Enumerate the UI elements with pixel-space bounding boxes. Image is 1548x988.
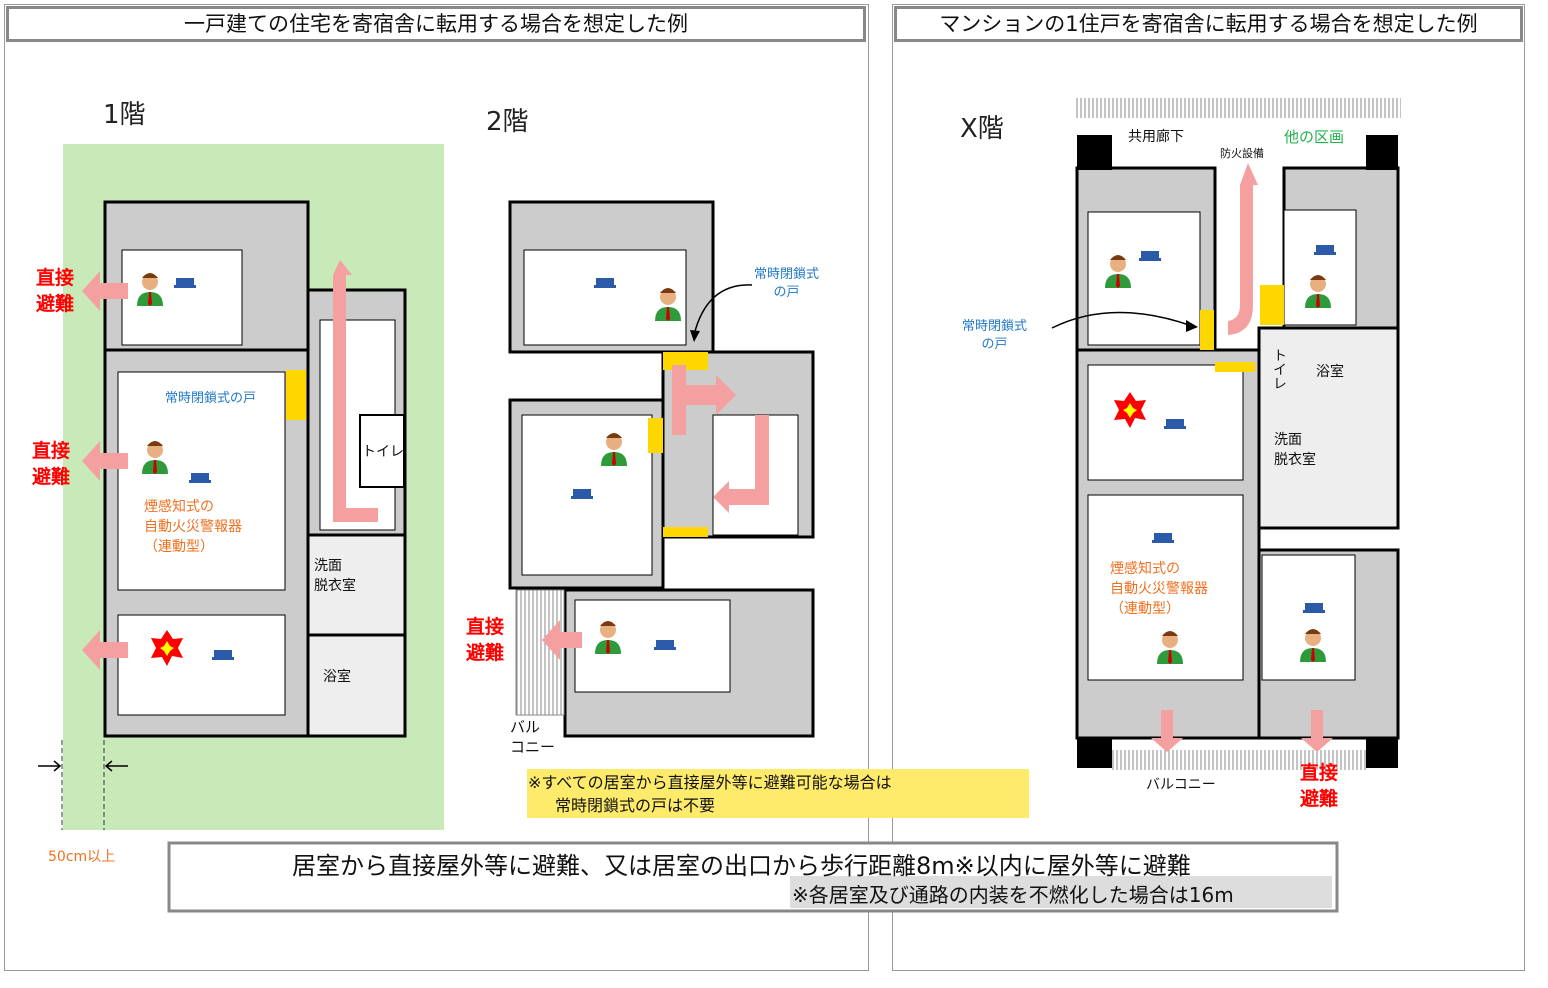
- toilet-label: トイレ: [362, 444, 404, 460]
- floor2-plan: [508, 200, 815, 738]
- floor1-plan: [103, 200, 407, 738]
- closed-door-x-a: [1200, 310, 1214, 350]
- fire-equipment-label: 防火設備: [1220, 147, 1264, 160]
- direct-evac-label: 直接避難: [1300, 760, 1338, 812]
- floor1-label: 1階: [103, 100, 146, 130]
- fire-alarm-label: 煙感知式の自動火災警報器 （連動型）: [1110, 559, 1208, 619]
- balcony-l1: バル: [510, 718, 541, 736]
- direct-evac-l2: 避難: [36, 293, 75, 315]
- closed-door-l1: 常時閉鎖式: [754, 267, 820, 282]
- balcony-l2: コニー: [510, 738, 556, 756]
- balcony-label: バルコニー: [510, 717, 555, 757]
- fire-equipment-door: [1260, 285, 1284, 325]
- floorx-plan: [1075, 166, 1400, 740]
- washroom-l1: 洗面: [314, 558, 342, 574]
- left-panel-title: 一戸建ての住宅を寄宿舎に転用する場合を想定した例: [6, 6, 866, 42]
- direct-evac-label: 直接避難: [36, 265, 74, 317]
- corridor-label: 共用廊下: [1128, 129, 1184, 145]
- direct-evac-label: 直接避難: [32, 438, 70, 490]
- toilet-label: トイレ: [1271, 348, 1287, 390]
- alarm-l2: 自動火災警報器: [1110, 581, 1208, 597]
- direct-evac-l2: 避難: [32, 466, 71, 488]
- washroom-label: 洗面脱衣室: [314, 556, 356, 596]
- direct-evac-l1: 直接: [1300, 762, 1339, 784]
- closed-door-label: 常時閉鎖式の戸: [962, 318, 1027, 354]
- other-zone-label: 他の区画: [1284, 128, 1345, 146]
- direct-evac-l1: 直接: [36, 267, 75, 289]
- closed-door-x-b: [1215, 362, 1255, 372]
- washroom-label: 洗面脱衣室: [1274, 430, 1316, 470]
- washroom-l2: 脱衣室: [314, 578, 356, 594]
- evacuation-arrows: [82, 163, 1333, 890]
- closed-door-l1: 常時閉鎖式: [962, 319, 1028, 334]
- closed-door-1f: [286, 370, 306, 420]
- fire-alarm-label: 煙感知式の自動火災警報器 （連動型）: [144, 497, 242, 557]
- alarm-l3: （連動型）: [144, 539, 214, 555]
- direct-evac-label: 直接避難: [466, 614, 504, 666]
- right-panel-title: マンションの1住戸を寄宿舎に転用する場合を想定した例: [894, 6, 1523, 42]
- closed-door-l2: の戸: [773, 285, 800, 300]
- alarm-l1: 煙感知式の: [1110, 561, 1180, 577]
- distance-label: 50cm以上: [48, 849, 116, 865]
- floorx-label: X階: [960, 114, 1004, 144]
- direct-evac-l1: 直接: [32, 440, 71, 462]
- closed-door-l2: の戸: [981, 337, 1008, 352]
- alarm-l3: （連動型）: [1110, 601, 1180, 617]
- legend-main-text: 居室から直接屋外等に避難、又は居室の出口から歩行距離8m※以内に屋外等に避難: [292, 852, 1191, 880]
- note-text: ※すべての居室から直接屋外等に避難可能な場合は常時閉鎖式の戸は不要: [528, 771, 892, 817]
- closed-door-2f-c: [663, 527, 708, 537]
- alarm-l1: 煙感知式の: [144, 499, 214, 515]
- closed-door-label: 常時閉鎖式の戸: [165, 391, 257, 406]
- right-panel: [892, 4, 1525, 971]
- note-box: [527, 769, 1029, 818]
- floor2-label: 2階: [486, 107, 529, 137]
- balcony-label: バルコニー: [1146, 777, 1216, 793]
- left-panel: [4, 4, 869, 971]
- legend-sub-text: ※各居室及び通路の内装を不燃化した場合は16m: [792, 883, 1234, 907]
- closed-door-label: 常時閉鎖式の戸: [754, 266, 819, 302]
- washroom-l1: 洗面: [1274, 432, 1302, 448]
- corridor-railing: [1075, 98, 1401, 118]
- line1: ※すべての居室から直接屋外等に避難可能な場合は: [528, 773, 892, 792]
- direct-evac-l2: 避難: [466, 642, 505, 664]
- balcony-railing: [1112, 750, 1366, 770]
- alarm-l2: 自動火災警報器: [144, 519, 242, 535]
- washroom-l2: 脱衣室: [1274, 452, 1316, 468]
- bath-label: 浴室: [323, 669, 351, 685]
- line2: 常時閉鎖式の戸は不要: [555, 796, 716, 815]
- direct-evac-l1: 直接: [466, 616, 505, 638]
- bath-label: 浴室: [1316, 364, 1344, 380]
- direct-evac-l2: 避難: [1300, 788, 1339, 810]
- closed-door-2f-b: [648, 418, 663, 453]
